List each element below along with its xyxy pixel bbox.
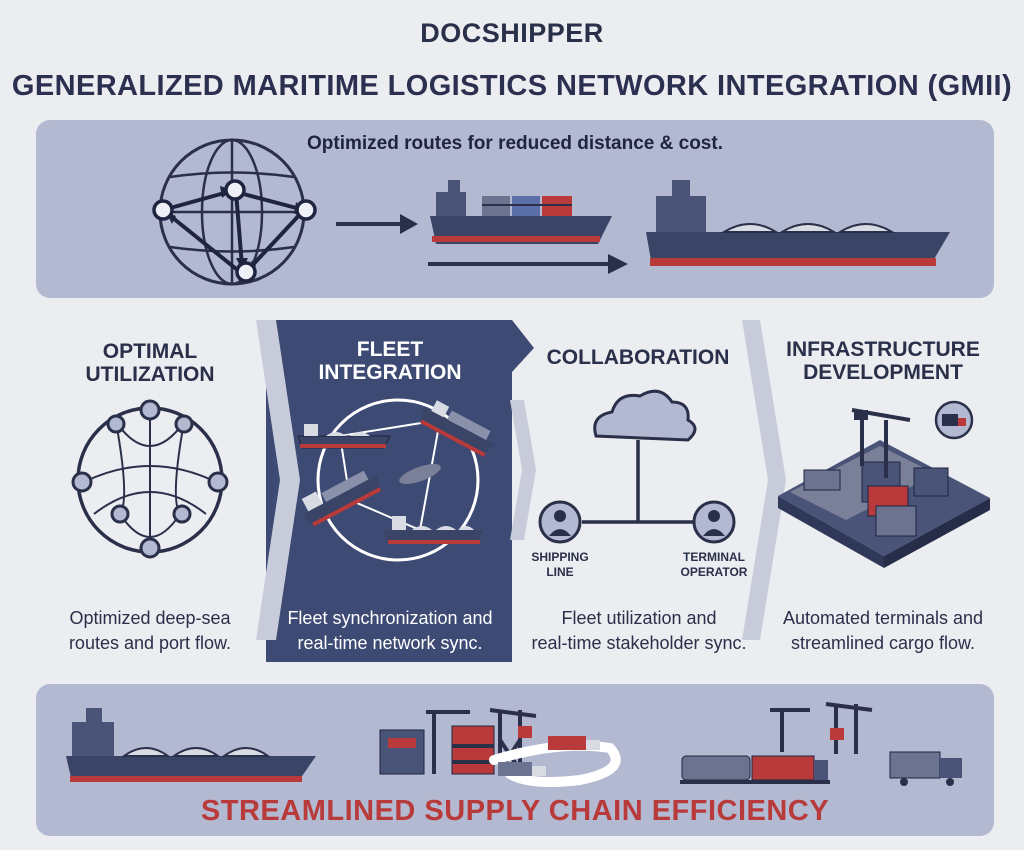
container-terminal-icon xyxy=(379,708,621,787)
collaboration-title: COLLABORATION xyxy=(546,346,730,369)
chevron-divider-icon xyxy=(510,400,536,540)
route-globe-icon xyxy=(152,138,317,286)
shipping-line-avatar xyxy=(538,500,582,544)
rail-truck-terminal-icon xyxy=(680,702,962,786)
fleet-integration-panel xyxy=(266,320,534,662)
infrastructure-development-title: INFRASTRUCTURE DEVELOPMENT xyxy=(786,338,980,384)
port-terminal-icon xyxy=(778,400,990,568)
shipping-line-label: SHIPPING LINE xyxy=(531,550,589,579)
routes-caption: Optimized routes for reduced distance & … xyxy=(307,133,723,154)
brand-logo: DOCSHIPPER xyxy=(420,18,604,48)
optimal-utilization-desc: Optimized deep-sea routes and port flow. xyxy=(68,608,232,653)
arrow-right-icon xyxy=(336,214,418,234)
arrow-right-icon xyxy=(428,254,628,274)
page-title: GENERALIZED MARITIME LOGISTICS NETWORK I… xyxy=(11,70,1013,102)
supply-chain-title: STREAMLINED SUPPLY CHAIN EFFICIENCY xyxy=(200,795,830,827)
terminal-operator-avatar xyxy=(692,500,736,544)
fleet-integration-title: FLEET INTEGRATION xyxy=(318,338,462,384)
infrastructure-development-desc: Automated terminals and streamlined carg… xyxy=(782,608,984,653)
network-globe-icon xyxy=(71,399,229,559)
container-ship-icon xyxy=(430,180,612,244)
chevron-divider-icon xyxy=(742,320,786,640)
terminal-operator-label: TERMINAL OPERATOR xyxy=(680,550,748,579)
optimal-utilization-title: OPTIMAL UTILIZATION xyxy=(85,340,215,386)
cloud-icon xyxy=(582,389,697,524)
collaboration-desc: Fleet utilization and real-time stakehol… xyxy=(531,608,747,653)
bulk-carrier-icon xyxy=(646,180,950,266)
fleet-integration-desc: Fleet synchronization and real-time netw… xyxy=(287,608,493,653)
fleet-ships-icon xyxy=(297,398,495,562)
chevron-divider-icon xyxy=(256,320,300,640)
bulk-carrier-icon xyxy=(66,708,316,782)
